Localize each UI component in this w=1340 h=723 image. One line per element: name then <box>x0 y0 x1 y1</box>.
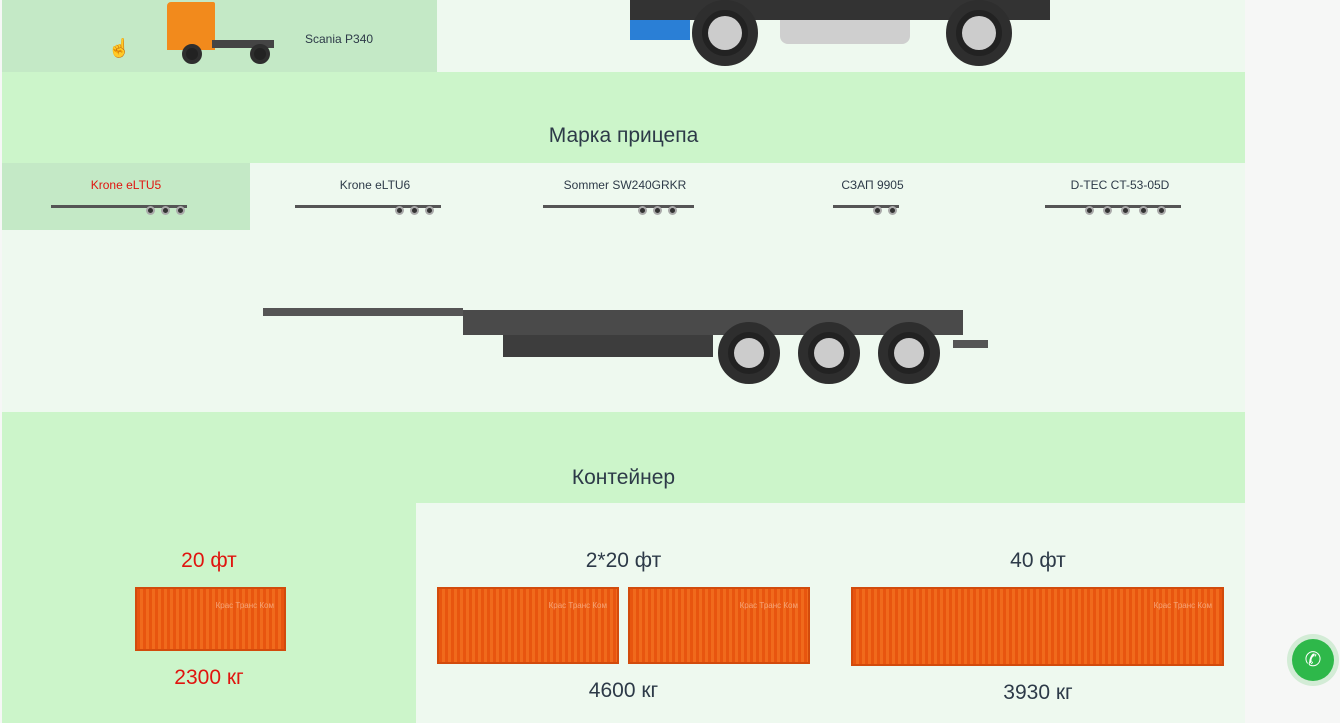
truck-large-image <box>630 0 1050 70</box>
wheel-icon <box>250 44 270 64</box>
trailer-label: Krone eLTU5 <box>90 178 162 192</box>
truck-option-selected[interactable]: Scania P340 ☝ <box>2 0 437 72</box>
container-label: 40 фт <box>1010 549 1066 572</box>
container-weight: 3930 кг <box>1003 681 1073 704</box>
container-option[interactable]: 40 фт Крас Транс Ком 3930 кг <box>831 503 1245 723</box>
trailer-option[interactable]: D-TEC CT-53-05D <box>995 163 1245 230</box>
trailer-large-image <box>263 300 988 385</box>
call-button[interactable]: ✆ <box>1287 634 1339 686</box>
trailer-label: Sommer SW240GRKR <box>563 178 687 192</box>
watermark: Крас Транс Ком <box>215 601 274 610</box>
watermark: Крас Транс Ком <box>1153 601 1212 610</box>
container-20ft-image: Крас Транс Ком <box>437 587 619 664</box>
trailer-option[interactable]: Krone eLTU5 <box>2 163 250 230</box>
container-40ft-image: Крас Транс Ком <box>851 587 1224 666</box>
section-title: Контейнер <box>571 466 676 489</box>
truck-label: Scania P340 <box>305 32 374 46</box>
container-20ft-image: Крас Транс Ком <box>135 587 286 651</box>
trailer-label: СЗАП 9905 <box>841 178 904 192</box>
container-weight: 2300 кг <box>174 666 244 689</box>
trailer-section-header: Марка прицепа <box>2 72 1245 163</box>
container-weight: 4600 кг <box>588 679 659 702</box>
wheel-icon <box>182 44 202 64</box>
container-option[interactable]: 2*20 фт Крас Транс Ком Крас Транс Ком 46… <box>416 503 831 723</box>
container-label: 20 фт <box>181 549 237 572</box>
watermark: Крас Транс Ком <box>739 601 798 610</box>
container-option[interactable]: 20 фт Крас Транс Ком 2300 кг <box>2 503 416 723</box>
container-label: 2*20 фт <box>585 549 662 572</box>
trailer-option[interactable]: Sommer SW240GRKR <box>500 163 750 230</box>
section-title: Марка прицепа <box>548 124 699 147</box>
trailer-label: Krone eLTU6 <box>339 178 411 192</box>
truck-chassis <box>212 40 274 48</box>
watermark: Крас Транс Ком <box>548 601 607 610</box>
container-20ft-image: Крас Транс Ком <box>628 587 810 664</box>
trailer-label: D-TEC CT-53-05D <box>1070 178 1170 192</box>
trailer-option[interactable]: Krone eLTU6 <box>250 163 500 230</box>
hand-cursor-icon: ☝ <box>108 38 131 58</box>
phone-icon: ✆ <box>1292 639 1334 681</box>
trailer-option[interactable]: СЗАП 9905 <box>750 163 995 230</box>
container-section-header: Контейнер <box>2 412 1245 503</box>
truck-cab-icon <box>167 2 215 50</box>
